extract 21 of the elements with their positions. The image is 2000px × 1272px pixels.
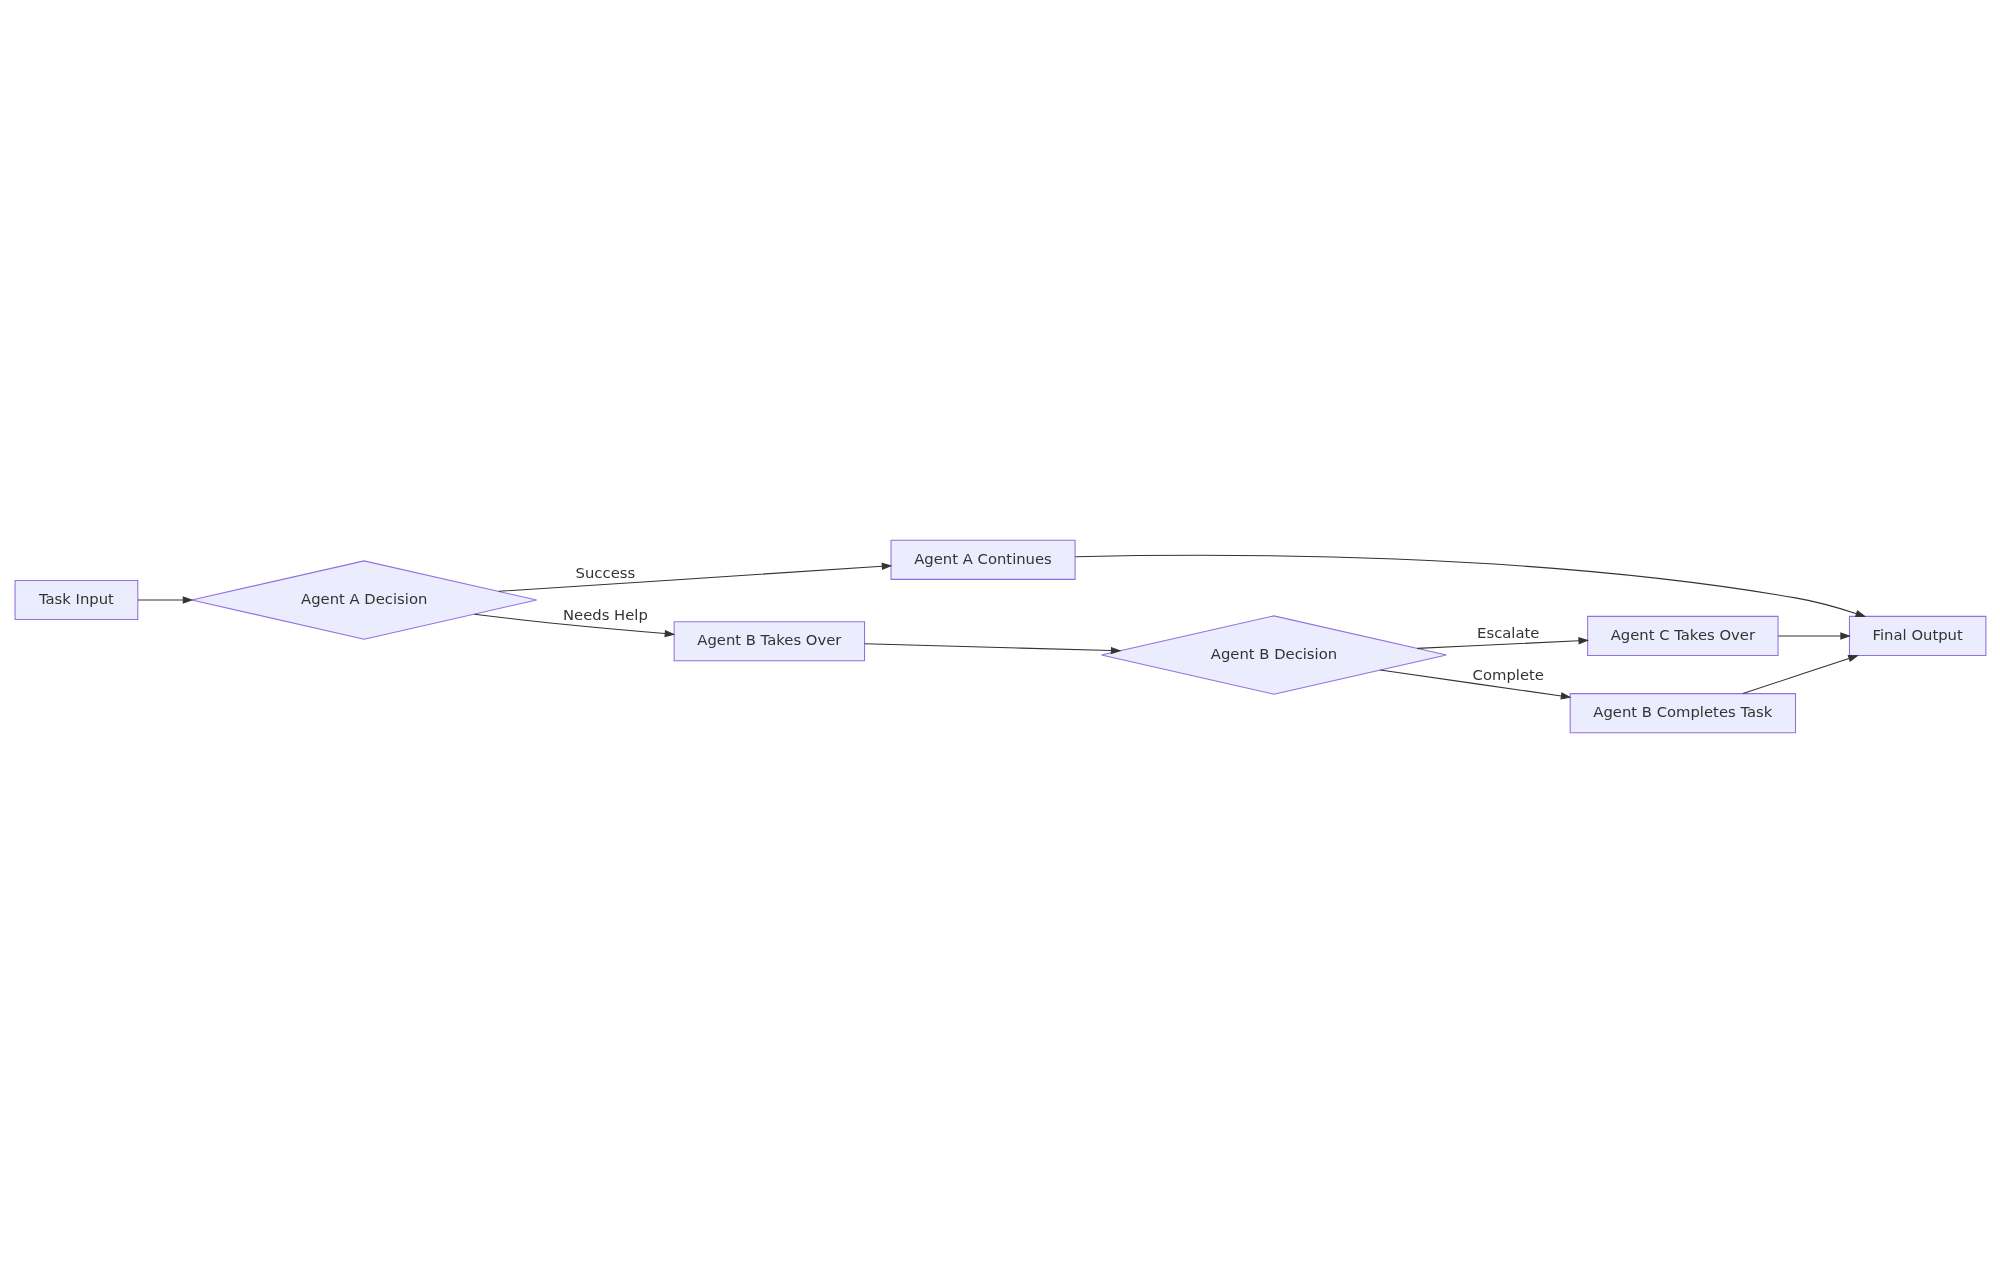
edge-label: Complete — [1472, 665, 1544, 683]
edge-label: Escalate — [1476, 623, 1539, 641]
edge-label: Needs Help — [562, 605, 648, 623]
arrow — [863, 642, 1121, 654]
arrow — [137, 595, 193, 604]
arrow — [473, 613, 675, 637]
arrow — [1416, 636, 1589, 649]
node-box: Agent C Takes Over — [1586, 615, 1779, 656]
node-box: Agent A Continues — [890, 539, 1076, 580]
arrow — [497, 562, 892, 592]
node-diamond: Agent B Decision — [1100, 614, 1447, 695]
arrow — [1074, 554, 1866, 617]
node-box: Agent B Completes Task — [1569, 692, 1796, 733]
node-diamond: Agent A Decision — [190, 559, 537, 640]
node-box: Agent B Takes Over — [673, 620, 865, 661]
node-box: Task Input — [14, 579, 138, 620]
arrow — [1741, 654, 1859, 694]
edge-label: Success — [575, 563, 635, 581]
node-box: Final Output — [1848, 615, 1986, 656]
arrow — [1379, 669, 1571, 700]
arrow — [1777, 631, 1851, 640]
